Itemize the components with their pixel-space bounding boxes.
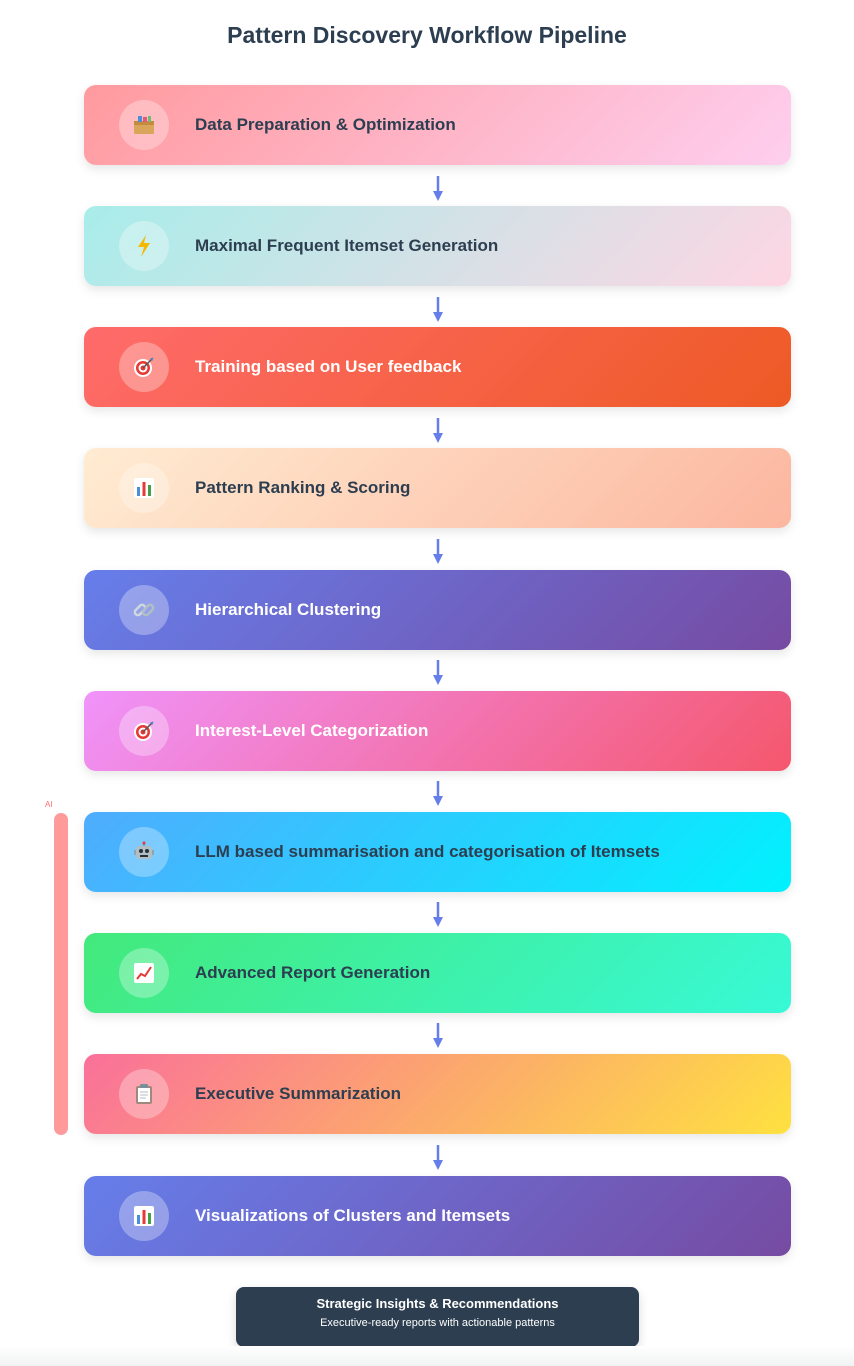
step-executive-summarization: Executive Summarization	[84, 1054, 791, 1134]
step-hierarchical-clustering: Hierarchical Clustering	[84, 570, 791, 650]
page-title: Pattern Discovery Workflow Pipeline	[227, 22, 627, 48]
link-icon	[119, 585, 169, 635]
step-label: Hierarchical Clustering	[195, 600, 382, 619]
arrow-down-icon	[433, 781, 443, 806]
step-visualizations: Visualizations of Clusters and Itemsets	[84, 1176, 791, 1256]
step-llm-summarisation: LLM based summarisation and categorisati…	[84, 812, 791, 892]
bar-chart-icon	[119, 1191, 169, 1241]
trend-chart-icon	[119, 948, 169, 998]
step-label: Training based on User feedback	[195, 357, 462, 376]
step-label: Visualizations of Clusters and Itemsets	[195, 1206, 511, 1225]
footer-subtitle: Executive-ready reports with actionable …	[320, 1317, 555, 1329]
target-icon	[119, 706, 169, 756]
step-itemset-generation: Maximal Frequent Itemset Generation	[84, 206, 791, 286]
footer-title: Strategic Insights & Recommendations	[316, 1296, 559, 1311]
arrow-down-icon	[433, 902, 443, 927]
robot-icon	[119, 827, 169, 877]
step-data-preparation: Data Preparation & Optimization	[84, 85, 791, 165]
step-label: Maximal Frequent Itemset Generation	[195, 236, 499, 255]
clipboard-icon	[119, 1069, 169, 1119]
step-pattern-ranking: Pattern Ranking & Scoring	[84, 448, 791, 528]
step-label: Pattern Ranking & Scoring	[195, 478, 411, 497]
ai-marker-label: AI	[45, 800, 53, 809]
step-report-generation: Advanced Report Generation	[84, 933, 791, 1013]
ai-marker-bar	[54, 813, 68, 1135]
arrow-down-icon	[433, 1023, 443, 1048]
lightning-icon	[119, 221, 169, 271]
step-interest-categorization: Interest-Level Categorization	[84, 691, 791, 771]
arrow-down-icon	[433, 297, 443, 322]
arrow-down-icon	[433, 539, 443, 564]
arrow-down-icon	[433, 1145, 443, 1170]
step-label: Advanced Report Generation	[195, 963, 431, 982]
step-label: Data Preparation & Optimization	[195, 115, 456, 134]
arrow-down-icon	[433, 176, 443, 201]
package-icon	[119, 100, 169, 150]
bottom-fade	[0, 1346, 854, 1366]
strategic-insights-box: Strategic Insights & Recommendations Exe…	[236, 1287, 639, 1347]
target-icon	[119, 342, 169, 392]
bar-chart-icon	[119, 463, 169, 513]
step-label: LLM based summarisation and categorisati…	[195, 842, 660, 861]
step-training-feedback: Training based on User feedback	[84, 327, 791, 407]
arrow-down-icon	[433, 660, 443, 685]
arrow-down-icon	[433, 418, 443, 443]
step-label: Executive Summarization	[195, 1084, 401, 1103]
step-label: Interest-Level Categorization	[195, 721, 429, 740]
